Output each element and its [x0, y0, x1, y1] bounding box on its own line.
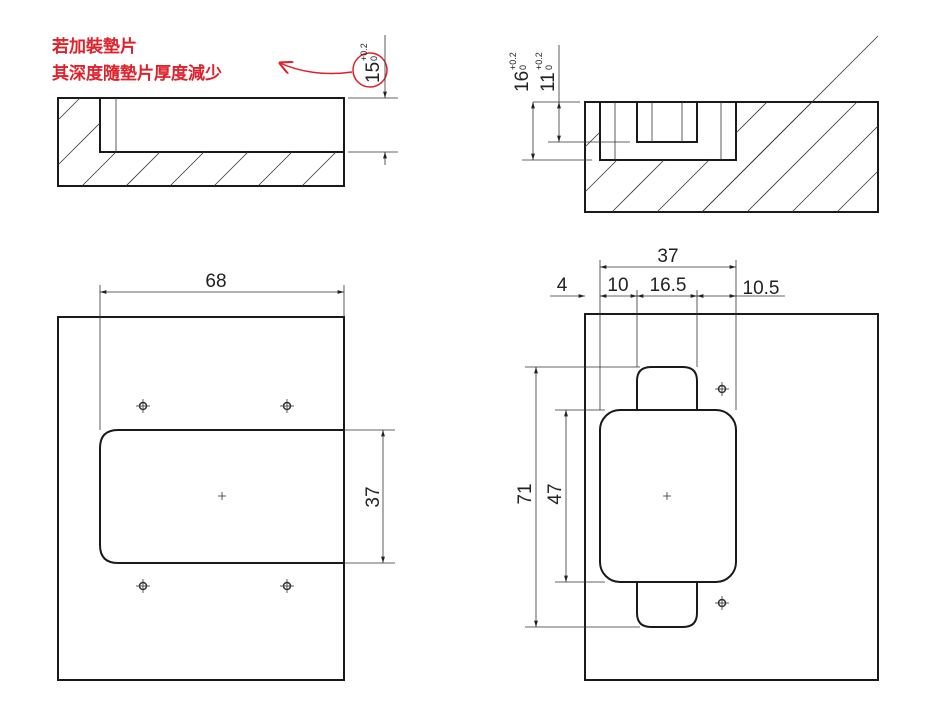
section-view-right: 16 +0.2 0 11 +0.2 0 — [508, 35, 879, 213]
mounting-holes — [136, 399, 294, 593]
width-dimension: 68 — [205, 271, 226, 292]
tab-offset-dimension: 10 — [607, 275, 628, 296]
note-arrow — [280, 63, 353, 75]
plan-view-right: 37 4 10 16.5 10.5 71 47 — [515, 246, 879, 681]
height-dimension: 37 — [363, 486, 384, 507]
plan-view-left: 68 37 — [57, 271, 395, 681]
right-offset-dimension: 10.5 — [743, 278, 780, 299]
overall-height-dimension: 71 — [515, 483, 536, 504]
svg-text:+0.2: +0.2 — [508, 52, 518, 70]
center-mark — [218, 492, 226, 500]
svg-text:0: 0 — [518, 65, 528, 70]
shim-note: 若加裝墊片 其深度隨墊片厚度減少 — [51, 36, 388, 88]
tab-width-dimension: 16.5 — [650, 275, 687, 296]
highlight-circle — [352, 52, 388, 88]
section-view-left: 15 +0.2 0 — [57, 35, 398, 187]
svg-text:+0.2: +0.2 — [359, 43, 369, 61]
inner-depth-dimension: 11 — [538, 72, 559, 92]
depth-dimension: 15 — [363, 62, 384, 83]
offset-dimension: 4 — [557, 275, 568, 296]
note-line-2: 其深度隨墊片厚度減少 — [52, 63, 222, 84]
outer-depth-dimension: 16 — [512, 71, 533, 92]
svg-text:0: 0 — [369, 56, 379, 61]
body-height-dimension: 47 — [545, 483, 566, 504]
svg-text:+0.2: +0.2 — [534, 52, 544, 70]
svg-text:0: 0 — [544, 65, 554, 70]
note-line-1: 若加裝墊片 — [51, 36, 137, 57]
width-dimension: 37 — [657, 246, 678, 267]
